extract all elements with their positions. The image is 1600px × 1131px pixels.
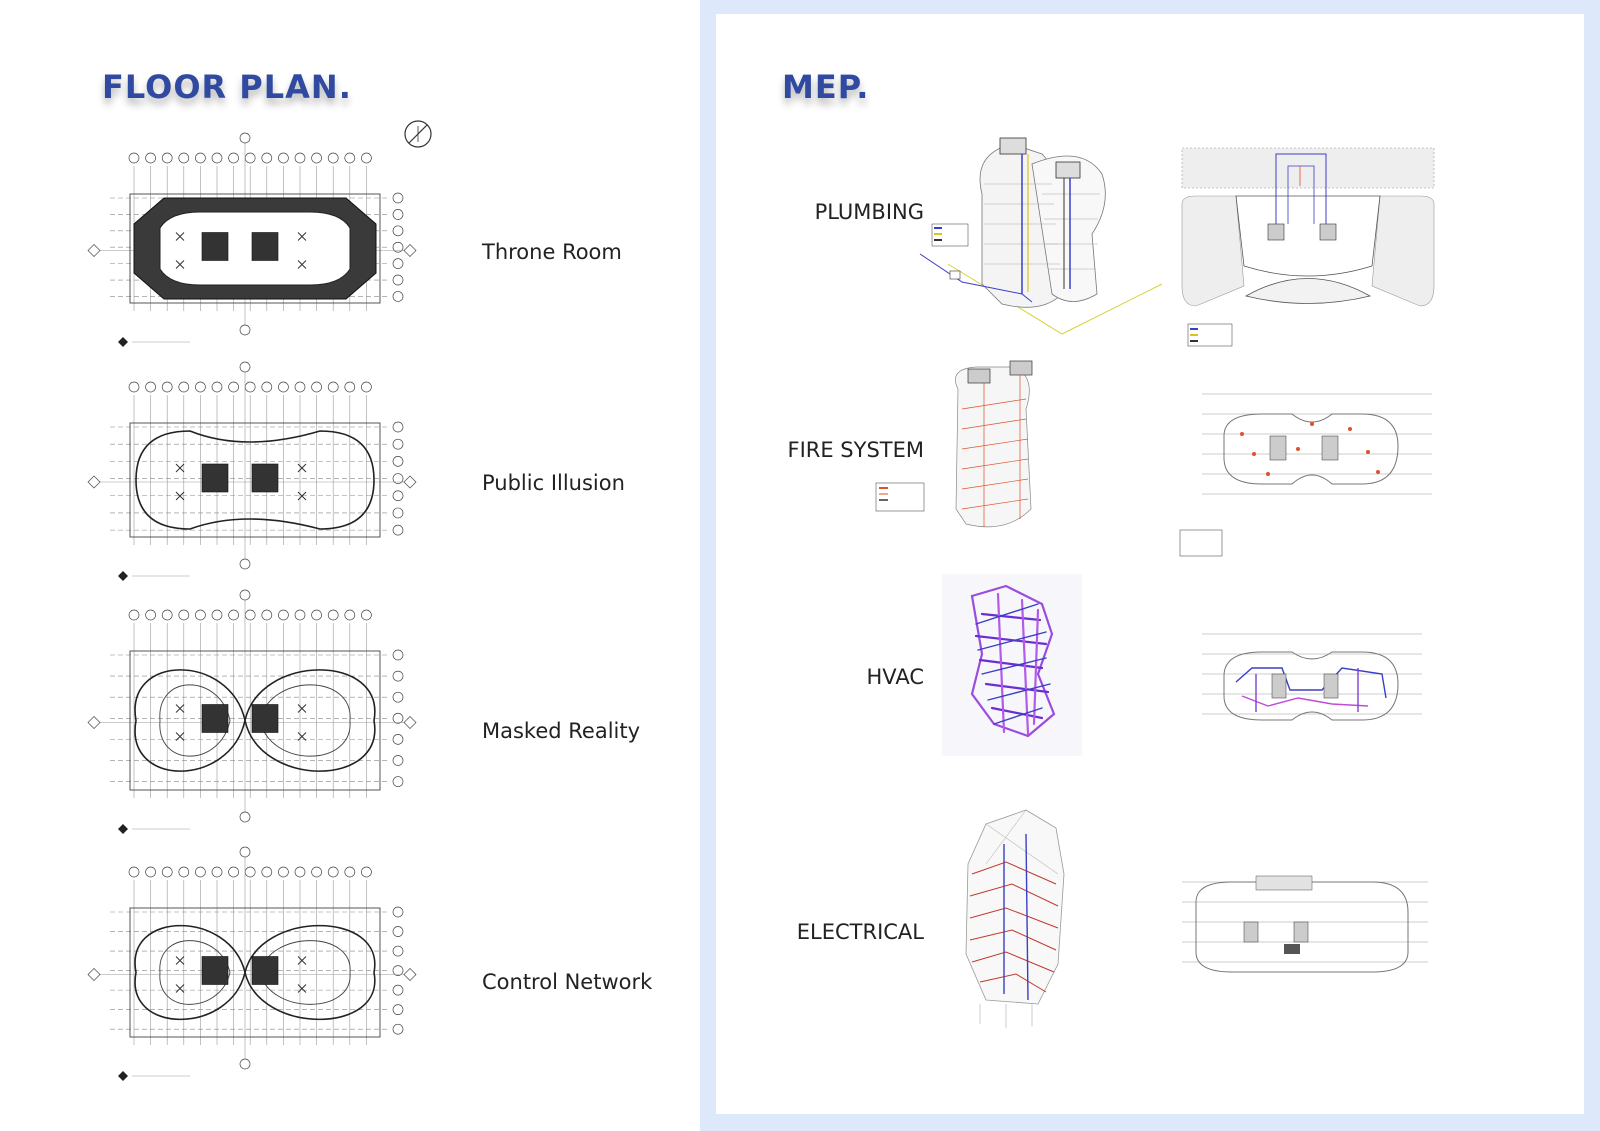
plan-label-throne-room: Throne Room (482, 240, 622, 264)
fire-system-isometric-diagram (875, 360, 1033, 528)
mep-title: MEP. (782, 68, 870, 106)
north-arrow-icon (404, 120, 432, 148)
plumbing-plan-diagram (1181, 147, 1435, 347)
floor-plan-throne-room (87, 132, 417, 347)
mep-label-fire-system: FIRE SYSTEM (787, 438, 924, 462)
plan-label-control-network: Control Network (482, 970, 653, 994)
mep-label-electrical: ELECTRICAL (796, 920, 924, 944)
floor-plan-public-illusion (87, 361, 417, 581)
electrical-plan-diagram (1182, 875, 1428, 973)
plumbing-isometric-diagram (919, 137, 1163, 335)
hvac-plan-diagram (1202, 633, 1422, 721)
plan-label-public-illusion: Public Illusion (482, 471, 625, 495)
plan-label-masked-reality: Masked Reality (482, 719, 641, 743)
mep-panel: MEP. PLUMBING FIRE SYSTEM HVAC ELECTRICA… (716, 14, 1584, 1114)
floor-plan-control-network (87, 846, 417, 1081)
floor-plan-title: FLOOR PLAN. (102, 68, 352, 106)
floor-plan-panel: FLOOR PLAN. Throne Room Public Illusion … (0, 0, 700, 1131)
fire-system-plan-diagram (1179, 393, 1432, 557)
hvac-isometric-diagram (942, 574, 1082, 756)
floor-plan-masked-reality (87, 589, 417, 834)
electrical-isometric-diagram (965, 809, 1065, 1028)
mep-label-plumbing: PLUMBING (814, 200, 924, 224)
mep-label-hvac: HVAC (866, 665, 924, 689)
